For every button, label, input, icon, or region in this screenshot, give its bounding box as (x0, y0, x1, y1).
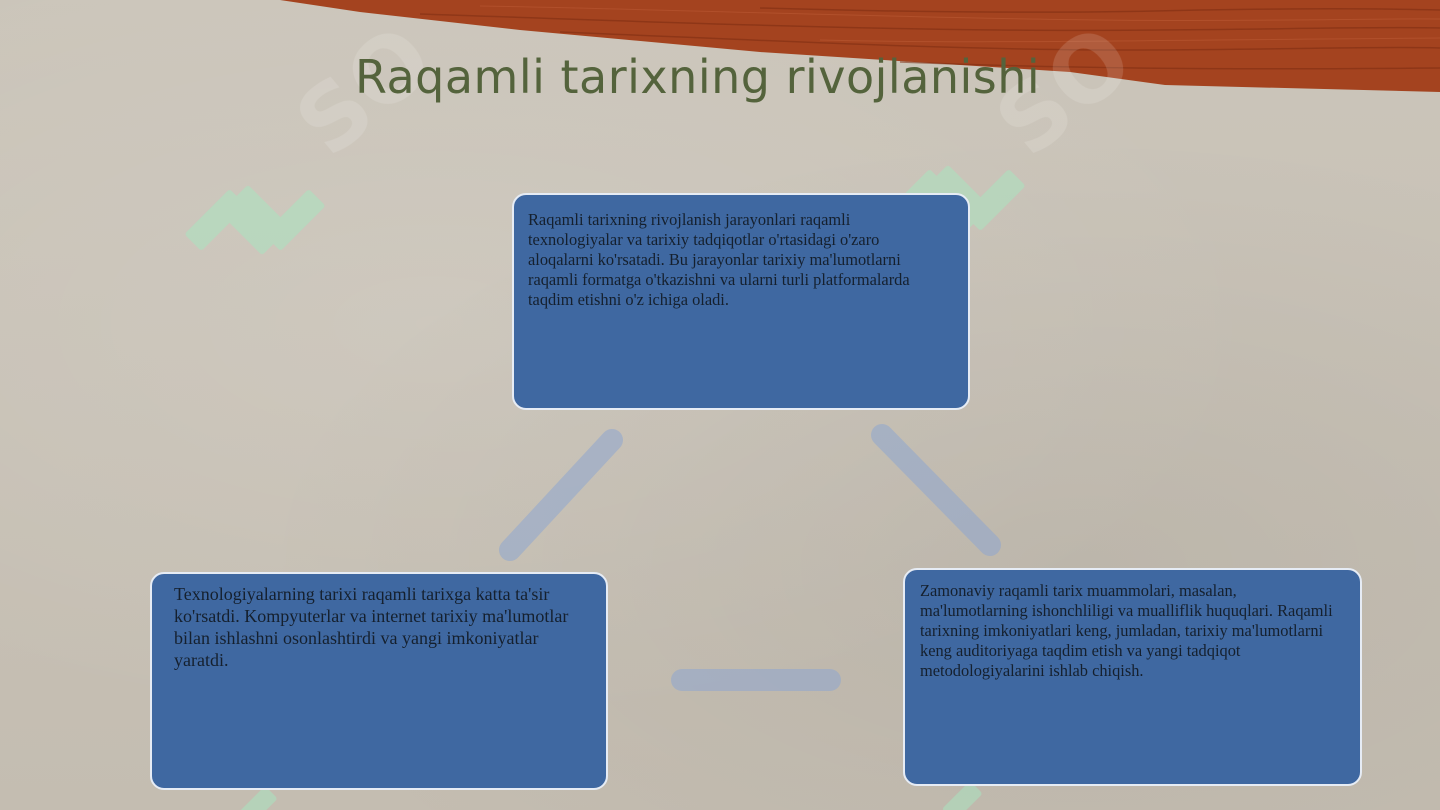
diagram-box-right: Zamonaviy raqamli tarix muammolari, masa… (903, 568, 1362, 786)
slide-title: Raqamli tarixning rivojlanishi (355, 50, 1041, 104)
connector-top-right (871, 424, 1001, 556)
connector-top-left (499, 429, 623, 561)
wood-texture-strip (280, 0, 1440, 92)
diagram-box-left: Texnologiyalarning tarixi raqamli tarixg… (150, 572, 608, 790)
diagram-box-top: Raqamli tarixning rivojlanish jarayonlar… (512, 193, 970, 410)
